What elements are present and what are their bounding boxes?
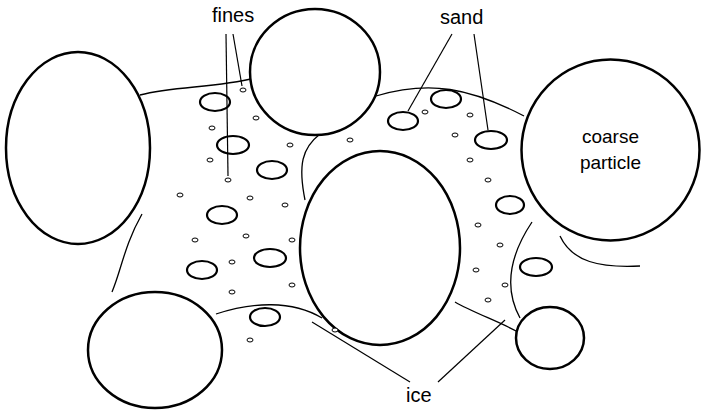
coarse-particles <box>6 9 584 408</box>
part-label: fines <box>212 4 254 27</box>
coarse-particle-circle: coarse particle <box>520 58 701 242</box>
particle-ellipse <box>522 60 700 241</box>
fine-particles <box>177 88 508 342</box>
leader-lines <box>226 34 505 382</box>
part-label: sand <box>440 6 483 29</box>
particle-outline <box>520 58 701 242</box>
sand-grains <box>187 90 552 326</box>
part-label: ice <box>406 384 432 407</box>
particle-label: coarse particle <box>556 124 666 175</box>
